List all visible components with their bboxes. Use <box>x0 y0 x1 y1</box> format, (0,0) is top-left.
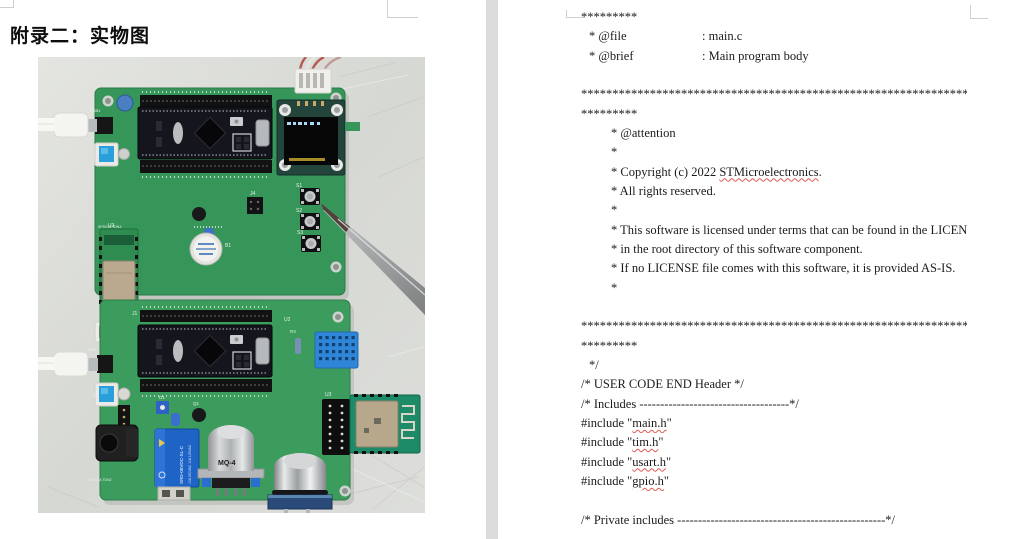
code-line: * @brief: Main program body <box>589 48 809 63</box>
power-jack <box>95 424 139 462</box>
text-boundary-mark-tr <box>970 5 988 19</box>
transistor-top <box>192 207 206 221</box>
pcb-antenna <box>401 405 415 439</box>
code-line: */ <box>589 357 599 372</box>
text-boundary-mark-tl <box>566 10 585 18</box>
code-line: ********* <box>581 338 638 353</box>
buzzer: B1 <box>189 232 231 266</box>
svg-text:S3: S3 <box>297 230 303 236</box>
code-line: * <box>611 145 618 160</box>
svg-text:MQ-4: MQ-4 <box>218 460 236 467</box>
jumper-block-bottom: J4 <box>93 393 130 429</box>
resistor-r3 <box>295 338 301 354</box>
terminal-block <box>157 486 191 501</box>
code-line: * Copyright (c) 2022 STMicroelectronics. <box>611 164 822 179</box>
jumper-block-top: J4 <box>247 191 263 214</box>
spellcheck-word: usart.h <box>632 454 666 469</box>
wire-connector <box>294 57 342 94</box>
code-line: * @file: main.c <box>589 29 743 44</box>
spellcheck-word: STMicroelectronics <box>719 164 819 179</box>
code-block[interactable]: ********* * @file: main.c * @brief: Main p… <box>581 8 967 530</box>
code-line <box>581 491 967 510</box>
code-line: * <box>611 203 618 218</box>
code-line: #include "main.h" <box>581 415 672 430</box>
svg-text:J4: J4 <box>93 393 99 399</box>
code-line: * All rights reserved. <box>611 183 716 198</box>
code-line: /* USER CODE END Header */ <box>581 377 744 392</box>
usb-plug-top: USB1 <box>38 108 113 138</box>
code-line <box>581 298 967 317</box>
relay-blue: SRD-05VDC-SL-C 10A 250VAC 10A 125VAC <box>154 428 200 488</box>
code-line: ****************************************… <box>581 87 967 102</box>
svg-text:U2: U2 <box>284 317 291 323</box>
gas-sensor-mq4: MQ-4 <box>197 425 265 496</box>
spellcheck-word: gpio.h <box>632 473 664 488</box>
svg-text:U3: U3 <box>108 223 115 229</box>
svg-text:USB1: USB1 <box>90 108 101 113</box>
push-button-blue-top <box>94 142 130 167</box>
spellcheck-word: tim.h <box>632 435 659 450</box>
svg-text:SRD01A TDN2: SRD01A TDN2 <box>88 478 112 482</box>
code-line: ********* <box>581 10 638 24</box>
dht11-sensor: R3 <box>290 329 359 369</box>
tactile-buttons: S1 S2 S3 <box>296 183 321 252</box>
svg-text:S1: S1 <box>296 183 302 189</box>
svg-text:SRD-05VDC-SL-C: SRD-05VDC-SL-C <box>179 445 184 484</box>
pcb-tab <box>345 122 360 131</box>
gas-sensor-chrome <box>267 453 333 513</box>
code-line: ********* <box>581 106 638 121</box>
code-line: #include "usart.h" <box>581 454 672 469</box>
code-line: /* Private includes --------------------… <box>581 512 896 527</box>
silkscreen-text: SPD01A TDN3 <box>98 225 121 229</box>
code-line: * This software is licensed under terms … <box>611 222 967 237</box>
svg-text:S2: S2 <box>296 208 302 214</box>
page-gap <box>486 0 498 539</box>
svg-text:B1: B1 <box>225 243 231 249</box>
text-boundary-mark-tr <box>387 0 418 18</box>
code-line: * If no LICENSE file comes with this sof… <box>611 261 956 276</box>
svg-text:D1: D1 <box>159 395 165 400</box>
code-line: * <box>611 280 618 295</box>
usb-plug-bottom: SW1 <box>38 347 113 377</box>
svg-text:U3: U3 <box>325 392 332 398</box>
capacitor-blue <box>116 94 134 112</box>
svg-text:Q1: Q1 <box>193 401 200 406</box>
page-right[interactable]: ********* * @file: main.c * @brief: Main p… <box>498 0 1024 539</box>
code-line <box>581 66 967 85</box>
code-line: * in the root directory of this software… <box>611 241 863 256</box>
mcu-board-top <box>137 106 273 160</box>
code-line: * @attention <box>611 125 676 140</box>
tweezers-tool <box>321 203 425 315</box>
page-title: 附录二：实物图 <box>10 26 151 47</box>
text-boundary-mark-tl <box>0 0 14 8</box>
svg-text:J4: J4 <box>250 191 256 197</box>
trim-pot: D1 <box>156 395 180 426</box>
code-line: #include "gpio.h" <box>581 473 669 488</box>
code-line: ****************************************… <box>581 319 967 334</box>
transistor-q1: Q1 <box>192 401 206 422</box>
push-button-blue-bottom <box>94 382 131 407</box>
spellcheck-word: main.h <box>632 415 667 430</box>
page-left[interactable]: 附录二：实物图 <box>0 0 486 539</box>
mcu-board-bottom <box>137 324 273 378</box>
svg-text:SW1: SW1 <box>88 347 97 352</box>
svg-text:R3: R3 <box>290 329 296 334</box>
esp8266-module-right: U3 <box>322 392 421 455</box>
code-line: /* Includes ----------------------------… <box>581 396 799 411</box>
svg-text:10A 250VAC 10A 125VAC: 10A 250VAC 10A 125VAC <box>188 444 192 484</box>
oled-display <box>276 99 346 176</box>
pcb-photo[interactable]: USB1 S1 S2 S3 J4 <box>38 57 425 513</box>
svg-text:J1: J1 <box>132 311 138 317</box>
code-line: #include "tim.h" <box>581 435 664 450</box>
